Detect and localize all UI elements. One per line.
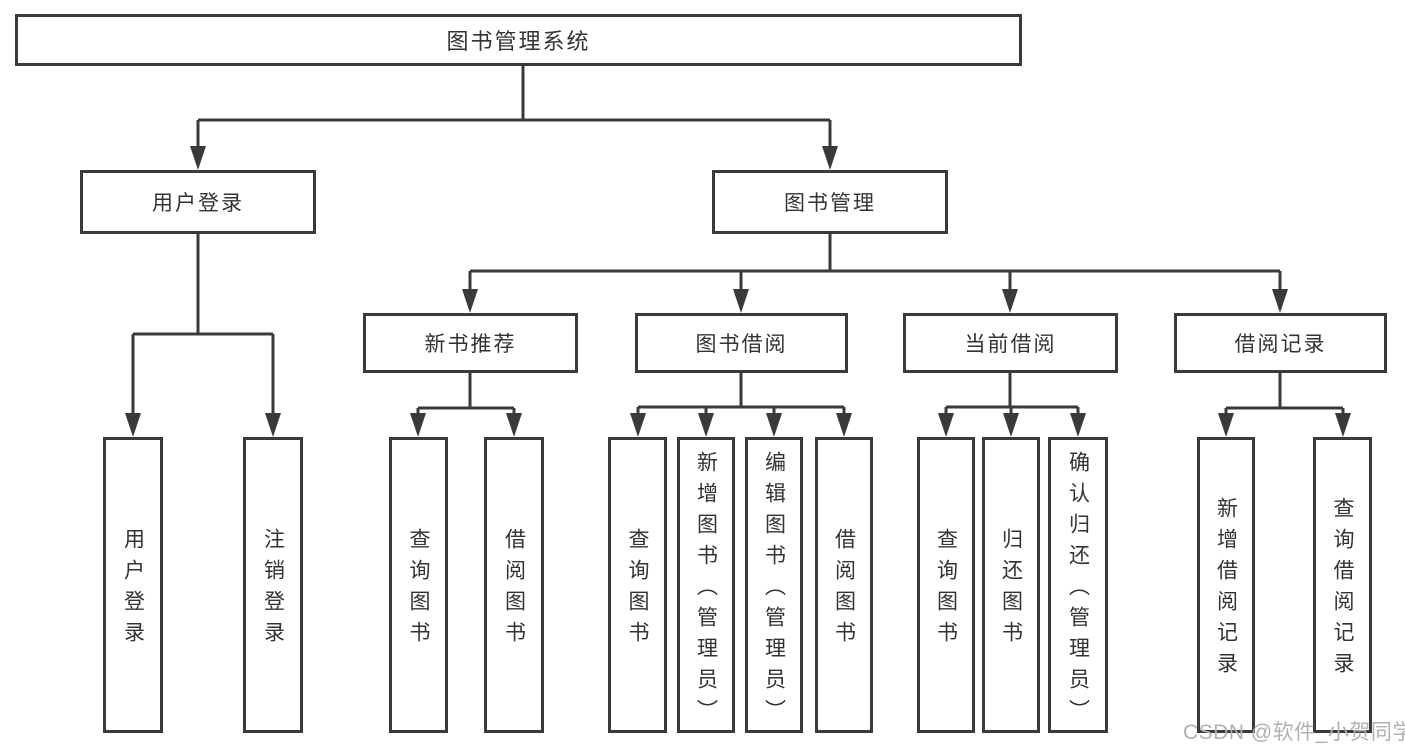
leaf-nbr-borrow-books-label: 借阅图书 — [502, 528, 526, 652]
leaf-nbr-borrow-books: 借阅图书 — [484, 437, 544, 733]
leaf-bb-borrow-books: 借阅图书 — [815, 437, 873, 733]
leaf-bb-edit-books-admin: 编辑图书（管理员） — [745, 437, 803, 733]
leaf-bb-add-books-admin-label: 新增图书（管理员） — [694, 450, 718, 730]
leaf-logout-label: 注销登录 — [261, 528, 285, 652]
leaf-br-add-record: 新增借阅记录 — [1197, 437, 1255, 733]
node-new-book-recommend-label: 新书推荐 — [424, 333, 517, 356]
leaf-cb-query-books-label: 查询图书 — [934, 528, 958, 652]
leaf-cb-confirm-return-admin: 确认归还（管理员） — [1048, 437, 1108, 733]
node-borrow-records: 借阅记录 — [1174, 313, 1387, 373]
leaf-cb-confirm-return-admin-label: 确认归还（管理员） — [1066, 450, 1090, 730]
leaf-br-query-record: 查询借阅记录 — [1313, 437, 1372, 733]
leaf-user-login-label: 用户登录 — [121, 528, 145, 652]
branch-user-login-label: 用户登录 — [152, 192, 244, 215]
leaf-bb-query-books: 查询图书 — [608, 437, 667, 733]
leaf-bb-query-books-label: 查询图书 — [626, 528, 649, 652]
leaf-logout: 注销登录 — [243, 437, 303, 733]
leaf-nbr-query-books: 查询图书 — [389, 437, 448, 733]
leaf-cb-return-books: 归还图书 — [982, 437, 1040, 733]
node-new-book-recommend: 新书推荐 — [363, 313, 578, 373]
arrowheads — [125, 146, 1351, 437]
node-current-borrow-label: 当前借阅 — [964, 333, 1057, 356]
leaf-bb-add-books-admin: 新增图书（管理员） — [677, 437, 735, 733]
leaf-cb-return-books-label: 归还图书 — [999, 528, 1023, 652]
branch-book-management-label: 图书管理 — [784, 192, 876, 215]
node-book-borrow: 图书借阅 — [635, 313, 848, 373]
root-node-system: 图书管理系统 — [15, 14, 1022, 66]
node-borrow-records-label: 借阅记录 — [1234, 333, 1327, 356]
node-book-borrow-label: 图书借阅 — [695, 333, 788, 356]
leaf-bb-borrow-books-label: 借阅图书 — [832, 528, 856, 652]
leaf-cb-query-books: 查询图书 — [917, 437, 975, 733]
node-current-borrow: 当前借阅 — [903, 313, 1118, 373]
leaf-br-add-record-label: 新增借阅记录 — [1214, 497, 1238, 683]
branch-user-login: 用户登录 — [80, 170, 316, 234]
leaf-bb-edit-books-admin-label: 编辑图书（管理员） — [762, 450, 786, 730]
leaf-br-query-record-label: 查询借阅记录 — [1331, 497, 1354, 683]
root-node-label: 图书管理系统 — [446, 29, 591, 54]
branch-book-management: 图书管理 — [712, 170, 948, 234]
leaf-nbr-query-books-label: 查询图书 — [407, 528, 430, 652]
leaf-user-login: 用户登录 — [103, 437, 163, 733]
csdn-watermark: CSDN @软件_小贺同学 — [1183, 721, 1405, 744]
